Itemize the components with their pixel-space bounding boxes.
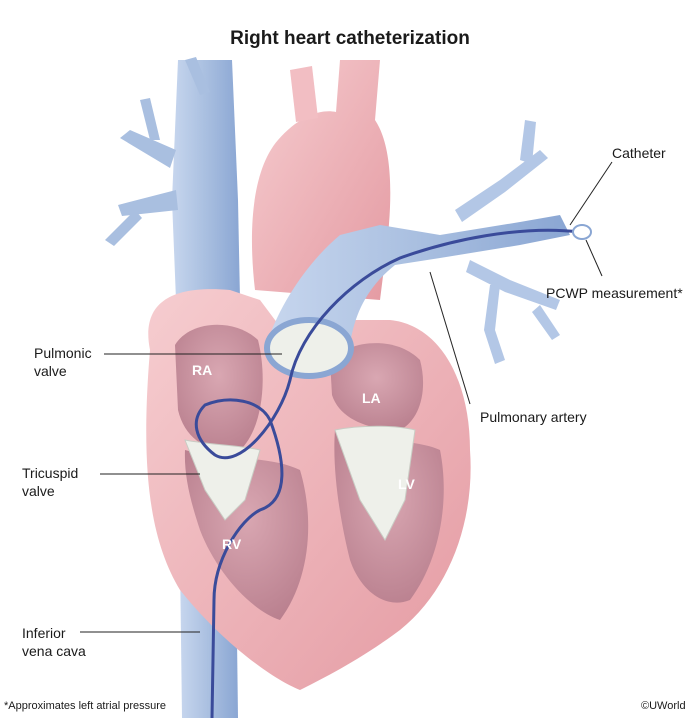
tricuspid-valve-label-line2: valve <box>22 483 55 499</box>
pcwp-label: PCWP measurement* <box>546 285 683 301</box>
pulmonic-valve-ring <box>264 317 354 379</box>
tricuspid-valve-leaflets <box>184 439 261 521</box>
chamber-la: LA <box>362 390 381 406</box>
ivc-label-line2: vena cava <box>22 643 86 659</box>
chamber-rv: RV <box>222 536 242 552</box>
aortic-branch <box>290 66 318 122</box>
pulmonary-artery-label: Pulmonary artery <box>480 409 587 425</box>
ivc-label-line1: Inferior <box>22 625 66 641</box>
catheter-balloon <box>572 224 592 240</box>
tricuspid-valve-label-line1: Tricuspid <box>22 465 79 481</box>
chamber-lv: LV <box>398 476 415 492</box>
catheter-line <box>194 228 581 718</box>
left-venous-branches <box>105 57 210 246</box>
diagram-title: Right heart catheterization <box>230 28 470 49</box>
catheter-label: Catheter <box>612 145 666 161</box>
leader-lines <box>80 161 613 633</box>
footnote: *Approximates left atrial pressure <box>4 700 167 712</box>
pulmonary-trunk <box>268 215 570 345</box>
pulmonic-valve-label-line1: Pulmonic <box>34 345 92 361</box>
mitral-valve-leaflets <box>334 425 416 542</box>
chamber-ra: RA <box>192 362 213 378</box>
right-pulmonary-vessels <box>455 120 560 364</box>
superior-vena-cava <box>172 60 240 300</box>
pulmonic-valve-label-line2: valve <box>34 363 67 379</box>
left-atrium-cavity <box>330 343 424 430</box>
copyright: ©UWorld <box>641 700 686 712</box>
